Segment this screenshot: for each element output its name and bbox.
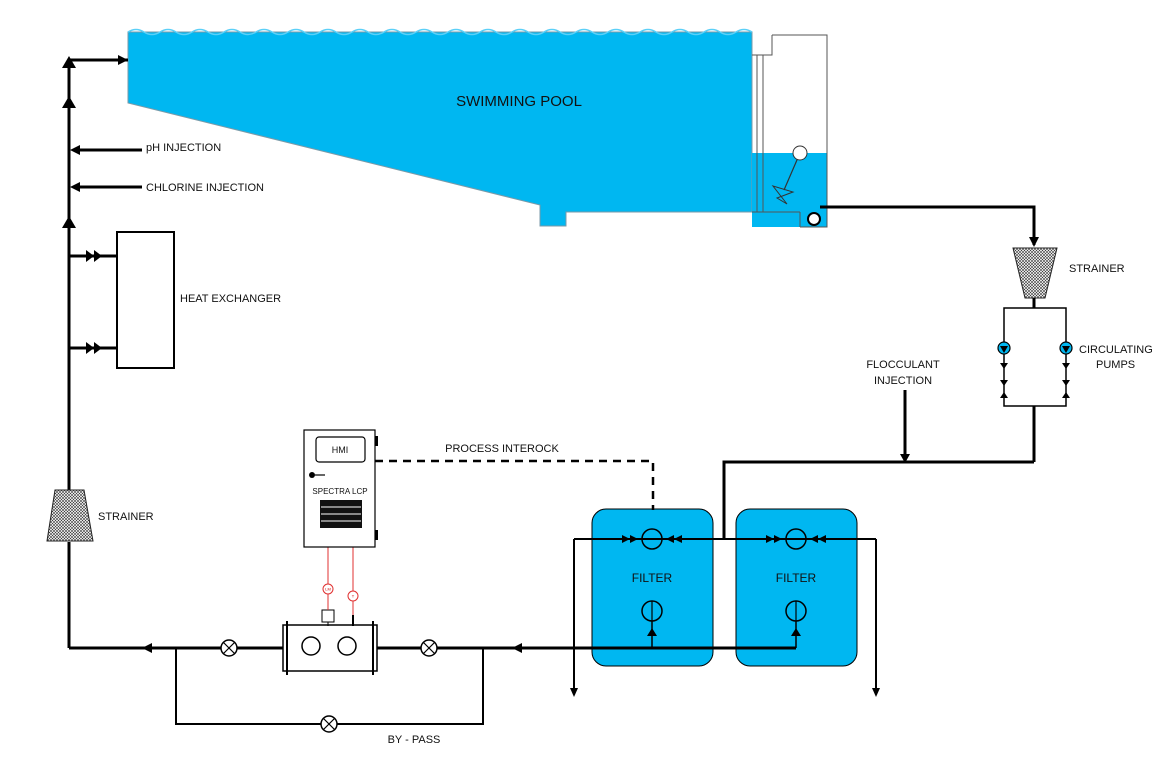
pumps-label-line2: PUMPS (1096, 359, 1135, 371)
sensor-1-tag: LM (325, 587, 331, 592)
check-valve-icon (1000, 380, 1008, 386)
process-interlock-label: PROCESS INTEROCK (445, 443, 559, 455)
bypass-label: BY - PASS (388, 734, 441, 746)
key-lock-icon (309, 472, 315, 478)
circulating-pumps: CIRCULATING PUMPS (997, 307, 1153, 462)
sensor-chamber (282, 609, 378, 675)
check-valve-icon (94, 342, 102, 354)
drain-arrow-icon (570, 688, 578, 697)
balance-tank (752, 34, 828, 228)
check-valve-icon (1062, 380, 1070, 386)
check-valve-icon (86, 342, 94, 354)
strainer-left-label: STRAINER (98, 511, 154, 523)
filter-1-label: FILTER (632, 571, 673, 585)
strainer-right: STRAINER (1012, 247, 1125, 308)
suction-outlet-icon (807, 212, 821, 226)
filter-2-label: FILTER (776, 571, 817, 585)
check-valve-icon (94, 250, 102, 262)
swimming-pool: SWIMMING POOL (127, 28, 753, 227)
check-valve-icon (1062, 392, 1070, 398)
flocculant-label-line2: INJECTION (874, 375, 932, 387)
strainer-right-label: STRAINER (1069, 263, 1125, 275)
signal-wires: LM T (322, 547, 359, 615)
controller-label: SPECTRA LCP (312, 487, 367, 496)
check-valve-icon (1000, 363, 1008, 369)
valve-downstream (220, 639, 238, 657)
heat-exchanger-label: HEAT EXCHANGER (180, 293, 281, 305)
heat-exchanger: HEAT EXCHANGER (69, 231, 281, 369)
process-interlock: PROCESS INTEROCK (375, 443, 655, 510)
check-valve-icon (1000, 392, 1008, 398)
bypass-line: BY - PASS (175, 648, 484, 746)
flocculant-label-line1: FLOCCULANT (866, 359, 940, 371)
spectra-controller: HMI SPECTRA LCP (303, 429, 378, 548)
float-ball-icon (792, 145, 808, 161)
ph-injection: pH INJECTION (70, 142, 221, 155)
filter-header (570, 538, 880, 697)
float-valve-icon (771, 185, 795, 205)
check-valve-icon (1062, 363, 1070, 369)
strainer-left: STRAINER (46, 489, 154, 542)
filter-2: FILTER (735, 508, 858, 667)
hmi-label: HMI (332, 445, 349, 455)
suction-line (820, 205, 1039, 247)
valve-upstream (420, 639, 438, 657)
ph-injection-label: pH INJECTION (146, 142, 221, 154)
check-valve-icon (86, 250, 94, 262)
drain-arrow-icon (872, 688, 880, 697)
pool-label: SWIMMING POOL (456, 93, 582, 110)
hmi-screen (315, 436, 366, 463)
pumps-label-line1: CIRCULATING (1079, 344, 1153, 356)
chlorine-injection-label: CHLORINE INJECTION (146, 182, 264, 194)
chlorine-injection: CHLORINE INJECTION (70, 182, 264, 194)
filter-feed-line: FLOCCULANT INJECTION (722, 359, 1034, 540)
filter-1: FILTER (591, 508, 714, 667)
sensor-2-tag: T (352, 594, 355, 599)
